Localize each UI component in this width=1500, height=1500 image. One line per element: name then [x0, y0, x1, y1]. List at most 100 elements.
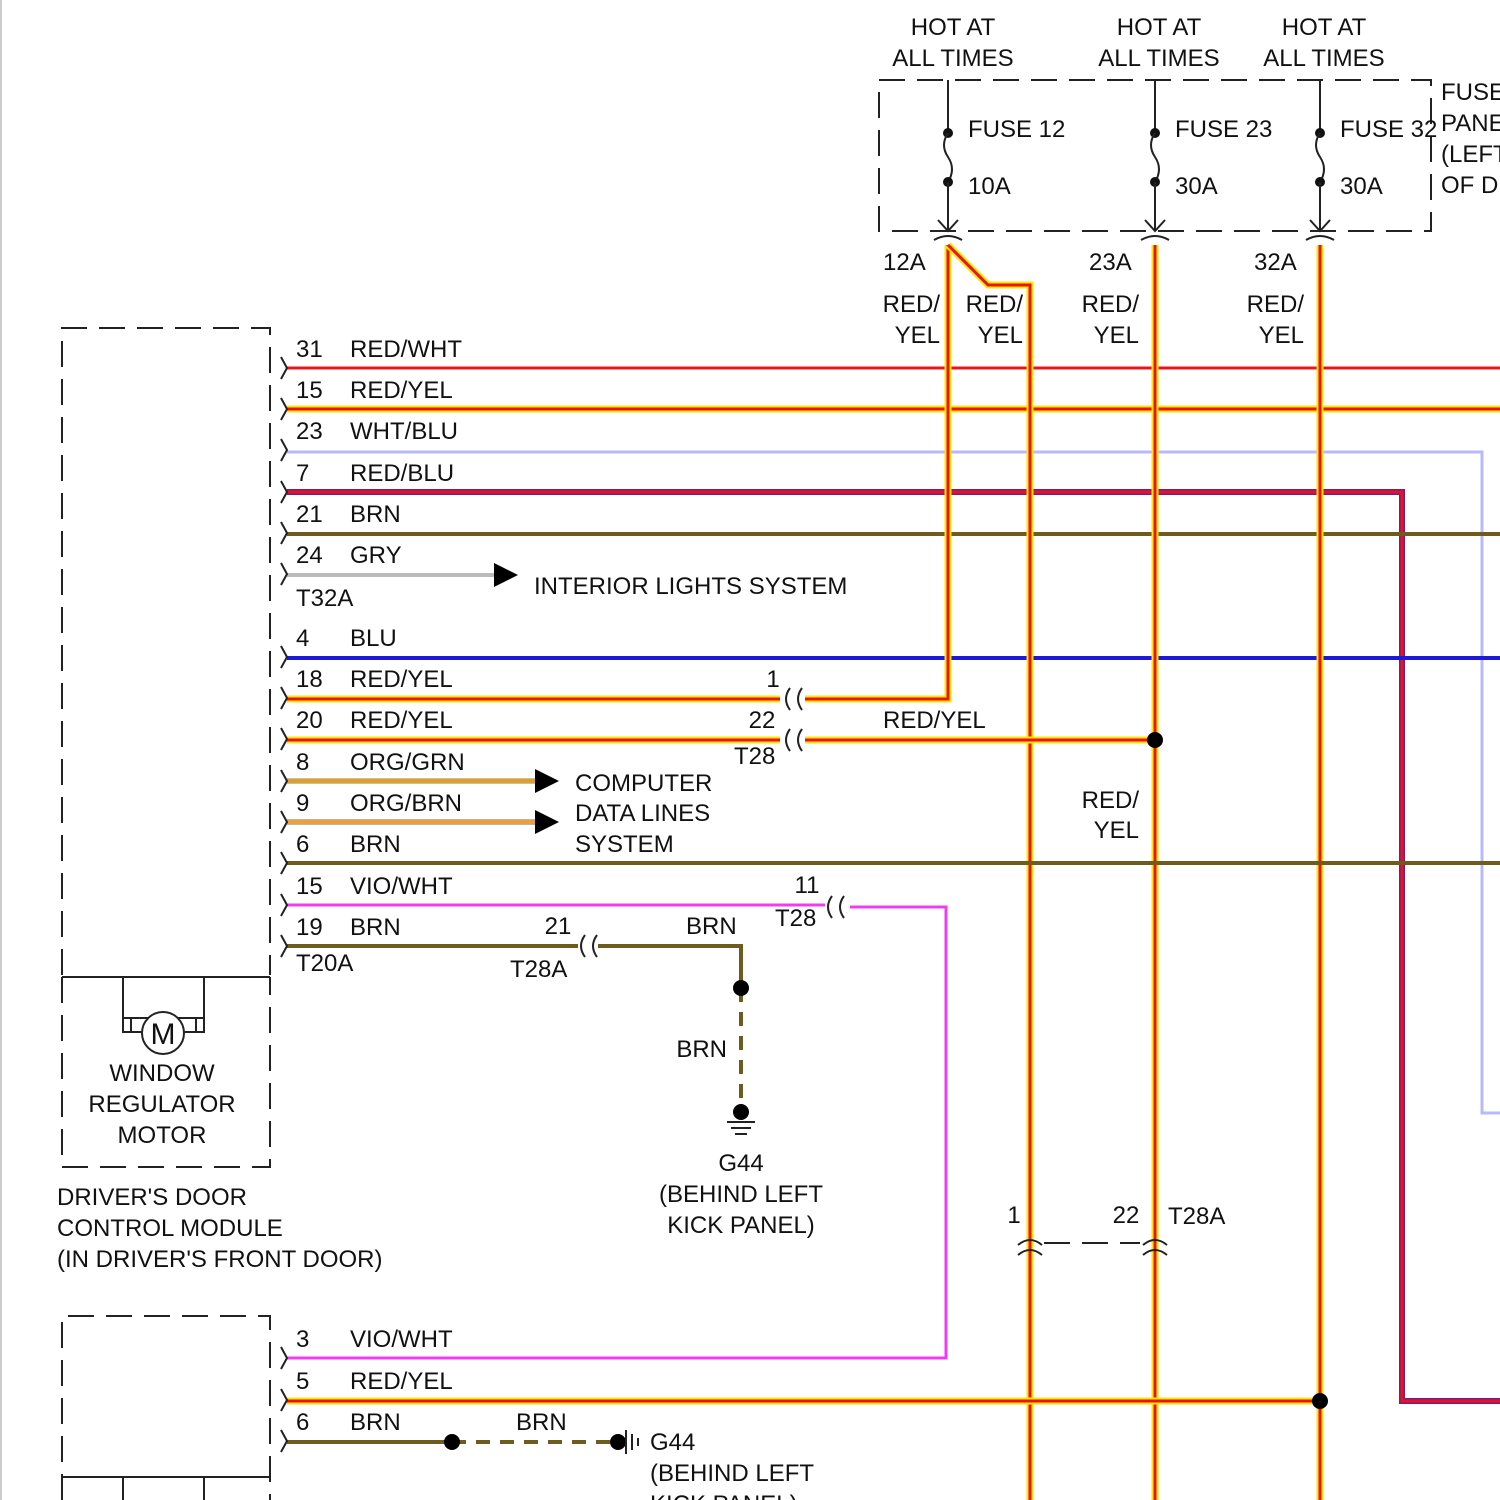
pin-wire-color: RED/YEL	[350, 666, 453, 693]
hot-label-1: HOT AT	[1282, 14, 1367, 41]
t28a-lower: 1 22 T28A	[1007, 1202, 1225, 1255]
t28-pin-11: 11	[795, 872, 820, 899]
fuse-name: FUSE 32	[1340, 116, 1437, 143]
fuse-terminal: 32A	[1254, 249, 1297, 276]
data-lines-label-3: SYSTEM	[575, 831, 674, 858]
arrow-right-icon	[535, 810, 559, 834]
fuse-rating: 30A	[1340, 173, 1383, 200]
connector-t32a: T32A	[296, 585, 353, 612]
data-lines-label-1: COMPUTER	[575, 770, 712, 797]
pin-number: 8	[296, 749, 309, 776]
splice-dot	[733, 980, 749, 996]
pin-number: 15	[296, 377, 323, 404]
connector-icon	[581, 935, 597, 957]
ground-point	[733, 1104, 749, 1120]
pin-wire-color: ORG/GRN	[350, 749, 465, 776]
pin-wire-color: BLU	[350, 625, 397, 652]
pin-terminal	[281, 1347, 287, 1369]
vert-label-2: YEL	[1094, 817, 1139, 844]
ground-loc-1: (BEHIND LEFT	[659, 1181, 823, 1208]
fuse-icon	[1151, 133, 1159, 182]
module-label-1: DRIVER'S DOOR	[57, 1184, 247, 1211]
pin-wire-color: WHT/BLU	[350, 418, 458, 445]
fuse-panel-label-4: OF D	[1441, 172, 1498, 199]
t28-pin-22: 22	[749, 707, 776, 734]
connector-icon	[934, 236, 962, 240]
interior-lights-label: INTERIOR LIGHTS SYSTEM	[534, 573, 847, 600]
pin-number: 7	[296, 460, 309, 487]
fuse-name: FUSE 23	[1175, 116, 1272, 143]
fuse-panel: FUSE PANE (LEFT OF D HOT AT ALL TIMES FU…	[879, 14, 1500, 349]
pin-number: 5	[296, 1368, 309, 1395]
second-wire-label: BRN	[516, 1409, 567, 1436]
t28a-pin-22: 22	[1113, 1202, 1140, 1229]
pin-terminal	[281, 935, 287, 957]
fuse-23: HOT AT ALL TIMES FUSE 23 30A 23A	[1089, 14, 1272, 276]
pin-number: 31	[296, 336, 323, 363]
fuse-terminal: 12A	[883, 249, 926, 276]
data-lines-label-2: DATA LINES	[575, 800, 710, 827]
pin-terminal	[281, 770, 287, 792]
pin-number: 9	[296, 790, 309, 817]
hot-label-2: ALL TIMES	[1098, 45, 1219, 72]
pin-wire-color: BRN	[350, 831, 401, 858]
pin-number: 4	[296, 625, 309, 652]
pin-number: 20	[296, 707, 323, 734]
wires	[287, 245, 1500, 1500]
hot-label-1: HOT AT	[1117, 14, 1202, 41]
pin-number: 18	[296, 666, 323, 693]
pin-labels: 31RED/WHT15RED/YEL23WHT/BLU7RED/BLU21BRN…	[296, 336, 465, 941]
pin-terminal	[281, 728, 287, 750]
connector-icon	[1141, 236, 1169, 240]
pin-wire-color: RED/YEL	[350, 1368, 453, 1395]
pin-marks	[281, 1347, 287, 1452]
second-ground-loc-2: KICK PANEL)	[650, 1491, 798, 1500]
fuse-name: FUSE 12	[968, 116, 1065, 143]
pin-terminal	[281, 481, 287, 503]
arrow-right-icon	[535, 769, 559, 793]
pin-terminal	[281, 1389, 287, 1411]
ground-icon	[626, 1430, 638, 1454]
splice-dot	[444, 1434, 460, 1450]
fuse-panel-label-1: FUSE	[1441, 79, 1500, 106]
pin-terminal	[281, 852, 287, 874]
hot-label-2: ALL TIMES	[1263, 45, 1384, 72]
motor-label-3: MOTOR	[118, 1122, 207, 1149]
wire-label: YEL	[978, 322, 1023, 349]
pin-terminal	[281, 1430, 287, 1452]
t28a-pin: 21	[545, 913, 572, 940]
pin-number: 24	[296, 542, 323, 569]
connector-icon	[786, 688, 802, 710]
pin-wire-color: BRN	[350, 501, 401, 528]
pin-terminal	[281, 439, 287, 461]
fuse-icon	[944, 133, 952, 182]
pin-terminal	[281, 357, 287, 379]
pin-wire-color: ORG/BRN	[350, 790, 462, 817]
pin20-wire-label: RED/YEL	[883, 707, 986, 734]
connector-icon	[786, 729, 802, 751]
t28a-wire: BRN	[686, 913, 737, 940]
splice-dot	[1147, 732, 1163, 748]
fuse-rating: 30A	[1175, 173, 1218, 200]
wire-label: RED/	[883, 291, 941, 318]
fuse-32: HOT AT ALL TIMES FUSE 32 30A 32A	[1254, 14, 1437, 276]
vert-label-1: RED/	[1082, 787, 1140, 814]
t28-pin-1: 1	[766, 666, 779, 693]
pin-wire-color: VIO/WHT	[350, 873, 453, 900]
hot-label-2: ALL TIMES	[892, 45, 1013, 72]
module-label-2: CONTROL MODULE	[57, 1215, 283, 1242]
splice-dot	[1312, 1393, 1328, 1409]
ground-wire-label: BRN	[676, 1036, 727, 1063]
driver-door-module: 31RED/WHT15RED/YEL23WHT/BLU7RED/BLU21BRN…	[57, 328, 465, 1273]
fuse-icon	[1316, 133, 1324, 182]
pin-wire-color: RED/WHT	[350, 336, 462, 363]
motor-symbol: M	[151, 1018, 176, 1051]
motor-label-2: REGULATOR	[88, 1091, 235, 1118]
pin-terminal	[281, 563, 287, 585]
t28-name: T28	[734, 743, 775, 770]
ground-icon	[727, 1122, 755, 1134]
second-ground-name: G44	[650, 1429, 695, 1456]
pin-wire-color: VIO/WHT	[350, 1326, 453, 1353]
